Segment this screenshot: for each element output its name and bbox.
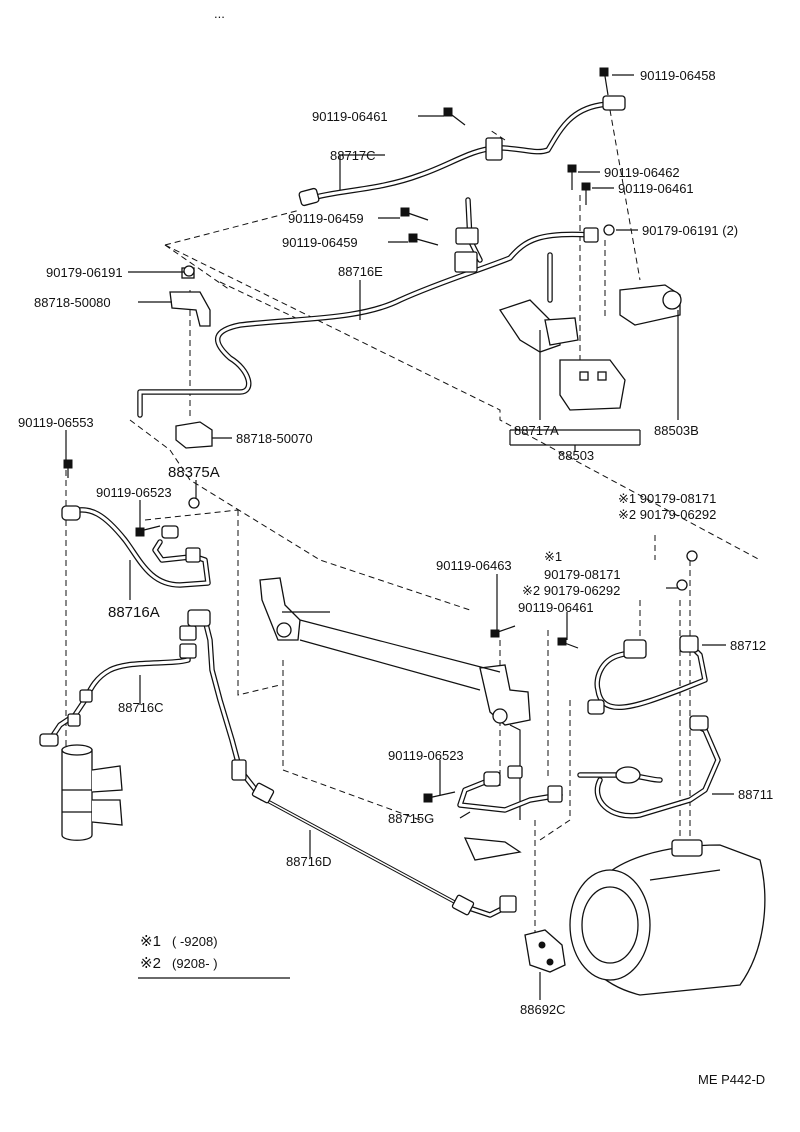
label-x2-90179-06292-b: ※2 90179-06292 [522,583,620,598]
bracket-88718-50070 [175,421,213,449]
label-88717A: 88717A [514,423,559,438]
label-88692C: 88692C [520,1002,566,1017]
leader-lines [65,74,734,1000]
pipe-88717C [298,95,626,207]
legend-range-2: (9208- ) [172,956,218,971]
label-x1: ※1 [544,549,562,564]
diagram-code: ME P442-D [698,1072,765,1087]
label-90119-06553: 90119-06553 [18,415,94,430]
pipe-88715G [457,765,563,861]
top-mark: ... [214,6,225,21]
label-88716E: 88716E [338,264,383,279]
label-90119-06459-a: 90119-06459 [288,211,364,226]
label-88715G: 88715G [388,811,434,826]
label-90119-06463: 90119-06463 [436,558,512,573]
expansion-valve-88503 [498,284,682,452]
label-90119-06458: 90119-06458 [640,68,716,83]
pipe-88716D [187,609,517,918]
fasteners [63,67,698,803]
label-88718-50070: 88718-50070 [236,431,313,446]
label-88712: 88712 [730,638,766,653]
legend-range-1: ( -9208) [172,934,218,949]
pipe-88712 [587,635,708,715]
label-90119-06461-c: 90119-06461 [518,600,594,615]
bracket-88718-50080 [169,267,211,327]
pipe-88716E [137,197,599,418]
label-88503: 88503 [558,448,594,463]
label-88375A: 88375A [168,464,220,481]
label-88503B: 88503B [654,423,699,438]
pipe-88716A [61,505,211,588]
bracket-88692C [524,929,566,973]
part-labels: 90119-06458 90119-06461 88717C 90119-064… [18,68,773,1017]
label-88716C: 88716C [118,700,164,715]
label-90119-06461-b: 90119-06461 [618,181,694,196]
label-88718-50080: 88718-50080 [34,295,111,310]
label-90119-06459-b: 90119-06459 [282,235,358,250]
label-x2-90179-06292: ※2 90179-06292 [618,507,716,522]
label-90119-06462: 90119-06462 [604,165,680,180]
legend-mark-1: ※1 [140,933,161,950]
label-90179-06191-2: 90179-06191 (2) [642,223,738,238]
label-90119-06461-top: 90119-06461 [312,109,388,124]
pipe-88711 [577,715,721,819]
label-90179-06191: 90179-06191 [46,265,123,280]
label-88711: 88711 [738,787,773,802]
pipe-88716C [47,625,197,743]
legend: ※1 ( -9208) ※2 (9208- ) [140,933,218,972]
label-88716A: 88716A [108,604,160,621]
label-88716D: 88716D [286,854,332,869]
receiver-drier [39,733,123,841]
label-90119-06523-a: 90119-06523 [96,485,172,500]
condenser-brackets [259,577,531,820]
legend-mark-2: ※2 [140,955,161,972]
label-90119-06523-b: 90119-06523 [388,748,464,763]
compressor [569,839,766,996]
label-90179-08171: 90179-08171 [544,567,621,582]
label-x1-90179-08171: ※1 90179-08171 [618,491,716,506]
label-88717C: 88717C [330,148,376,163]
